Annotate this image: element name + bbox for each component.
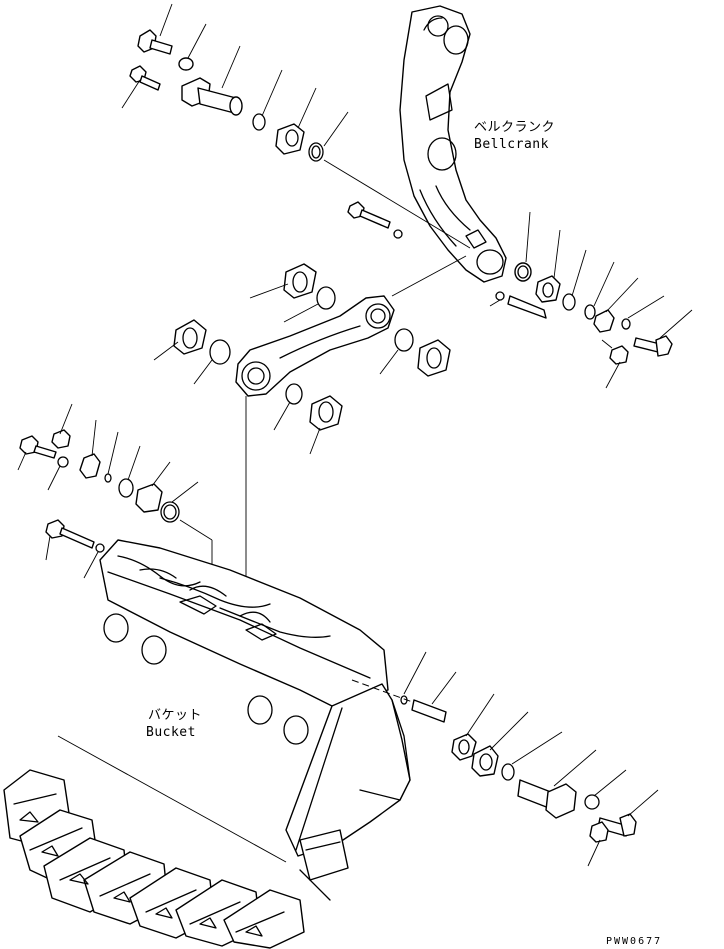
bucket-label-en: Bucket	[146, 725, 196, 740]
drawing-code: PWW0677	[606, 936, 662, 947]
leader-lines-top	[121, 3, 471, 249]
bellcrank-label-en: Bellcrank	[474, 137, 549, 152]
leader-lines-link	[153, 255, 467, 584]
bellcrank-label-jp: ベルクランク	[474, 120, 555, 135]
bucket-right-hardware	[400, 695, 637, 843]
link-arm	[235, 295, 395, 397]
bellcrank-right-hardware	[347, 201, 673, 365]
bucket	[99, 539, 441, 901]
leader-lines-right	[489, 211, 693, 389]
bucket-leader	[57, 735, 287, 863]
leader-lines-left	[17, 403, 213, 579]
bucket-label-jp: バケット	[148, 708, 202, 723]
link-bushings	[173, 263, 451, 431]
bellcrank-arm	[399, 5, 507, 283]
leader-lines-bucket	[403, 651, 659, 867]
top-pin-assembly	[129, 29, 324, 162]
left-pin-hardware	[19, 429, 180, 553]
bucket-teeth	[3, 769, 305, 949]
